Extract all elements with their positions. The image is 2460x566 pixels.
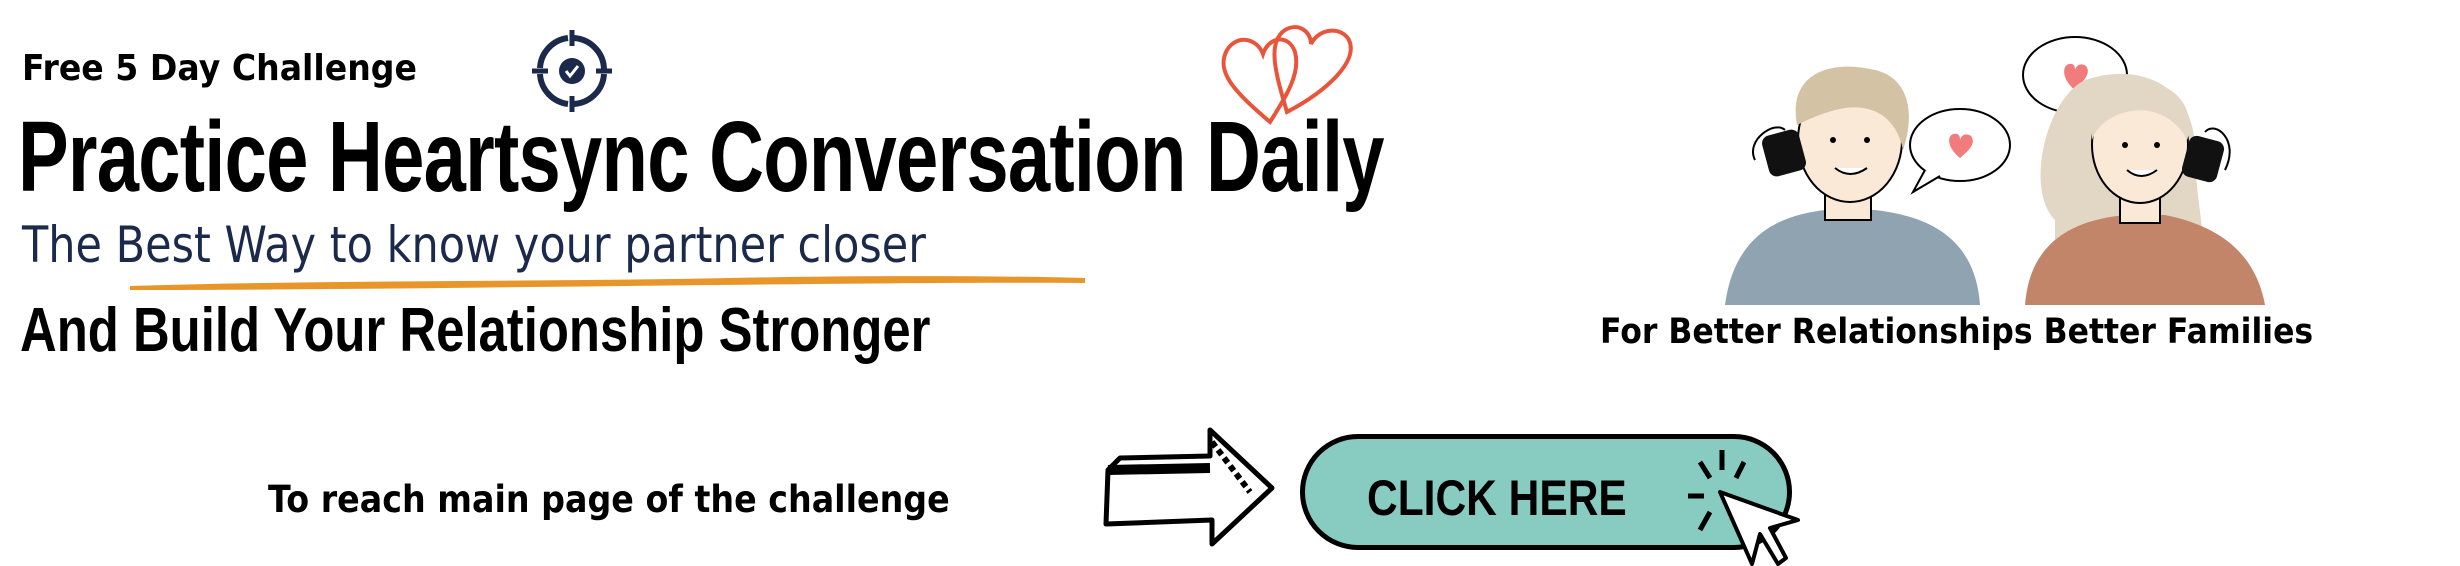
cta-lead-text: To reach main page of the challenge	[268, 478, 1025, 521]
mouse-cursor-click-icon	[1688, 450, 1800, 566]
man-shirt	[1725, 210, 1980, 305]
title-text: Practice Heartsync Conversation Daily	[18, 101, 1385, 213]
subtitle2-text: And Build Your Relationship Stronger	[20, 296, 931, 365]
target-check-icon	[532, 30, 612, 112]
cta-lead-label: To reach main page of the challenge	[268, 478, 950, 521]
hand-drawn-arrow-right-icon	[1103, 427, 1275, 547]
subtitle-text: The Best Way to know your partner closer	[22, 216, 926, 274]
challenge-kicker: Free 5 Day Challenge	[22, 48, 451, 89]
man-phone	[1762, 129, 1806, 177]
woman-phone	[2181, 135, 2225, 183]
subtitle-secondary: And Build Your Relationship Stronger	[20, 295, 1130, 366]
orange-brush-underline	[130, 276, 1085, 290]
click-here-button[interactable]: CLICK HERE	[1300, 434, 1792, 550]
tagline: For Better Relationships Better Families	[1600, 312, 2392, 352]
couple-phone-illustration	[1725, 36, 2265, 305]
subtitle: The Best Way to know your partner closer	[22, 216, 1073, 274]
page-title: Practice Heartsync Conversation Daily	[18, 100, 1815, 215]
click-here-label: CLICK HERE	[1367, 469, 1673, 527]
tagline-text: For Better Relationships Better Families	[1600, 312, 2314, 352]
double-hearts-icon	[1221, 25, 1353, 126]
man-hair	[1795, 66, 1909, 150]
kicker-text: Free 5 Day Challenge	[22, 48, 417, 89]
woman-shirt	[2025, 215, 2265, 305]
click-here-text: CLICK HERE	[1367, 470, 1627, 526]
